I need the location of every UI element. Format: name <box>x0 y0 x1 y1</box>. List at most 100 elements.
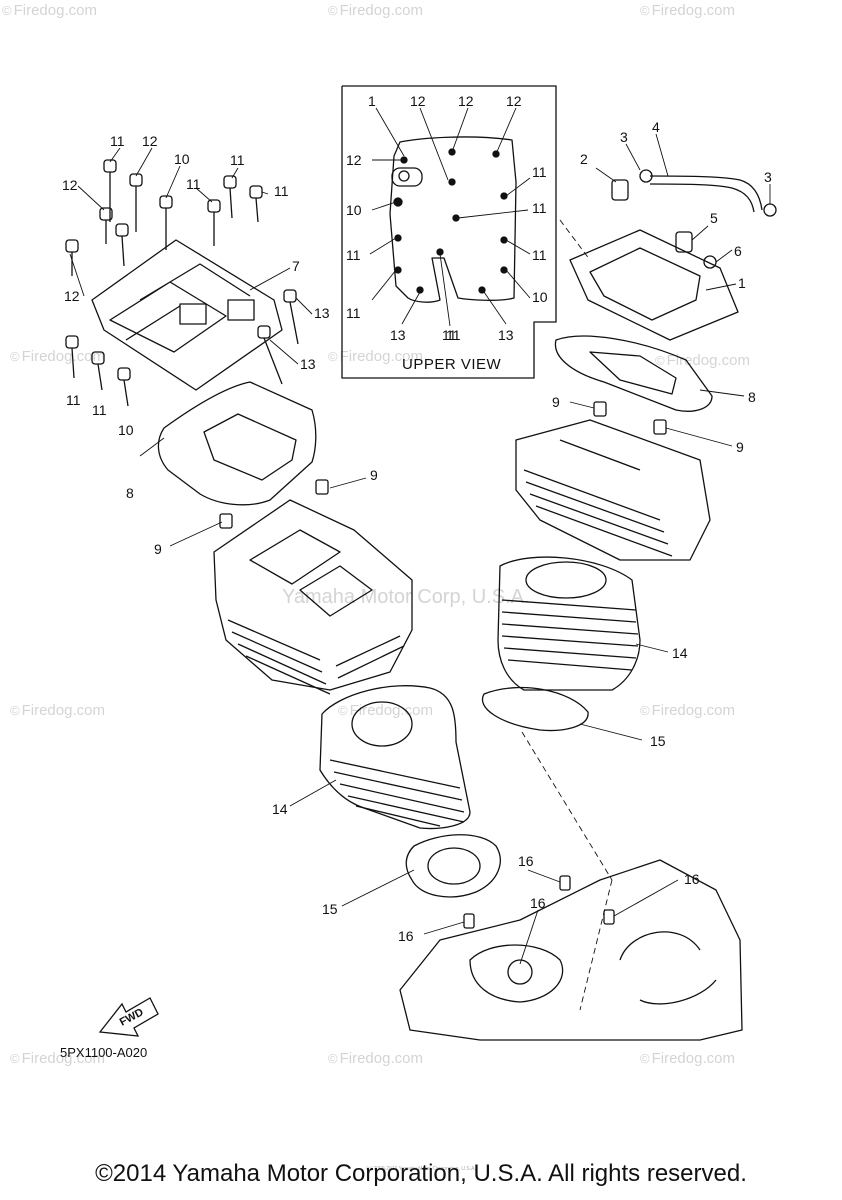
copyright-icon: © <box>655 353 665 368</box>
watermark: ©Firedog.com <box>640 702 735 719</box>
watermark: ©Firedog.com <box>328 2 423 19</box>
callout: 8 <box>748 389 756 405</box>
dowel <box>653 419 667 435</box>
upper-view-frame <box>341 85 557 379</box>
upper-view-hole <box>394 266 402 274</box>
watermark: ©Firedog.com <box>10 348 105 365</box>
callout: 12 <box>410 93 426 109</box>
callout: 10 <box>174 151 190 167</box>
callout: 10 <box>118 422 134 438</box>
upper-view-hole <box>478 286 486 294</box>
diagram-code: 5PX1100-A020 <box>60 1045 148 1060</box>
rocker-cover-block <box>227 299 255 321</box>
upper-view-hole <box>416 286 424 294</box>
o-ring <box>703 255 717 269</box>
callout: 5 <box>710 210 718 226</box>
callout: 3 <box>764 169 772 185</box>
copyright-icon: © <box>338 703 348 718</box>
watermark-text: Firedog.com <box>339 1050 423 1067</box>
callout: 15 <box>650 733 666 749</box>
callout: 13 <box>300 356 316 372</box>
callout: 2 <box>580 151 588 167</box>
callout: 16 <box>398 928 414 944</box>
mid-watermark: Yamaha Motor Corp, U.S.A. <box>282 586 530 608</box>
callout: 16 <box>684 871 700 887</box>
callout: 16 <box>518 853 534 869</box>
upper-view-hole <box>448 178 456 186</box>
callout: 11 <box>446 327 461 343</box>
cylinder-bore <box>351 701 413 747</box>
cylinder-head-right-fins <box>523 439 673 557</box>
upper-view-label: UPPER VIEW <box>402 356 502 373</box>
callout: 9 <box>552 394 560 410</box>
cylinder-left <box>319 685 471 830</box>
callout: 12 <box>506 93 522 109</box>
watermark: ©Firedog.com <box>640 2 735 19</box>
cylinder-right-fins <box>501 599 639 671</box>
callout: 9 <box>736 439 744 455</box>
upper-view-hole <box>500 192 508 200</box>
callout: 9 <box>154 541 162 557</box>
watermark: ©Firedog.com <box>10 1050 105 1067</box>
copyright-footer: ©2014 Yamaha Motor Corporation, U.S.A. A… <box>95 1160 747 1187</box>
watermark-text: Firedog.com <box>339 2 423 19</box>
watermark: ©Firedog.com <box>328 1050 423 1067</box>
watermark-text: Firedog.com <box>666 352 750 369</box>
watermark-text: Firedog.com <box>21 702 105 719</box>
base-gasket-right <box>481 687 589 732</box>
callout: 1 <box>368 93 376 109</box>
callout: 8 <box>126 485 134 501</box>
callout: 4 <box>652 119 660 135</box>
callout: 11 <box>346 247 361 263</box>
callout: 3 <box>620 129 628 145</box>
union-bolt <box>675 231 693 253</box>
callout: 11 <box>230 152 245 168</box>
callout: 11 <box>66 392 81 408</box>
copyright-icon: © <box>640 1051 650 1066</box>
watermark-text: Firedog.com <box>13 2 97 19</box>
watermark: ©Firedog.com <box>2 2 97 19</box>
crankcase <box>399 859 743 1041</box>
watermark: ©Firedog.com <box>338 702 433 719</box>
callout: 11 <box>532 247 547 263</box>
watermark: ©Firedog.com <box>328 348 423 365</box>
copyright-icon: © <box>640 703 650 718</box>
cylinder-fins <box>329 759 465 827</box>
copyright-icon: © <box>328 349 338 364</box>
gasket-right <box>554 335 713 412</box>
callout: 11 <box>346 305 361 321</box>
copyright-icon: © <box>10 703 20 718</box>
callout: 12 <box>62 177 78 193</box>
watermark-text: Firedog.com <box>21 348 105 365</box>
rocker-cover-block <box>179 303 207 325</box>
oil-pipe <box>649 175 763 211</box>
rocker-cover-left <box>91 239 283 391</box>
rocker-cover-detail <box>109 263 251 353</box>
callout: 11 <box>532 164 547 180</box>
washer <box>763 203 777 217</box>
bolt-set-left <box>65 159 299 407</box>
callout: 14 <box>272 801 288 817</box>
main-callouts: 11 12 10 11 11 11 12 7 12 13 13 11 11 10… <box>62 119 772 944</box>
upper-view-hole <box>393 197 403 207</box>
cylinder-head-right <box>515 419 711 561</box>
rocker-cover-right <box>569 229 739 341</box>
copyright-icon: © <box>10 1051 20 1066</box>
callout: 10 <box>532 289 548 305</box>
callout: 11 <box>442 327 457 343</box>
fine-print: (c) 2000-2016 Yamaha Motor Corporation, … <box>366 1166 476 1172</box>
upper-view-hole <box>394 234 402 242</box>
callout: 11 <box>92 402 107 418</box>
rocker-cover-right-detail <box>589 247 701 321</box>
washer <box>639 169 653 183</box>
watermark-text: Firedog.com <box>339 348 423 365</box>
cylinder-head-ports <box>249 529 373 617</box>
watermark-text: Firedog.com <box>651 2 735 19</box>
base-gasket-left <box>405 834 501 898</box>
gasket-left <box>157 381 317 506</box>
cylinder-head-left <box>213 499 413 691</box>
crankcase-bore <box>507 959 533 985</box>
gasket-inner <box>203 413 297 481</box>
watermark: ©Firedog.com <box>655 352 750 369</box>
